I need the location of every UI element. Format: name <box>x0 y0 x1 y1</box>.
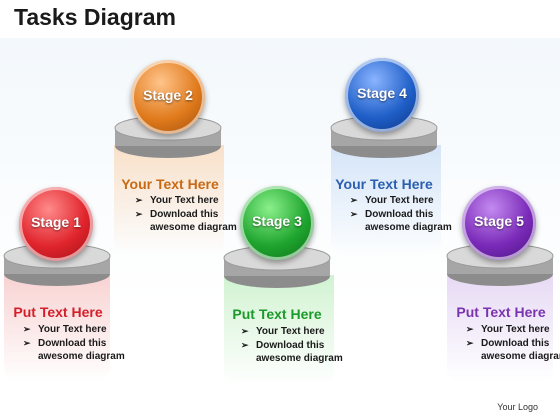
arrow-right-icon: ➢ <box>23 324 31 334</box>
arrow-right-icon: ➢ <box>135 209 143 219</box>
stage-4-ball[interactable]: Stage 4 <box>345 58 419 132</box>
list-item: ➢Download this awesome diagram <box>135 209 237 233</box>
list-item: ➢Your Text here <box>350 195 434 206</box>
stage-1-ball[interactable]: Stage 1 <box>19 187 93 261</box>
stage-4-heading: Your Text Here <box>335 176 433 192</box>
stage-5-bullets: ➢Your Text here ➢Download this awesome d… <box>463 323 560 364</box>
list-item: ➢Download this awesome diagram <box>23 338 125 362</box>
stage-3-heading: Put Text Here <box>232 306 322 322</box>
stage-2-heading: Your Text Here <box>121 176 219 192</box>
stage-5-heading: Put Text Here <box>456 304 546 320</box>
stage-2-label: Stage 2 <box>143 87 193 103</box>
stage-4-bullets: ➢Your Text here ➢Download this awesome d… <box>347 194 457 235</box>
stage-2-ball[interactable]: Stage 2 <box>131 60 205 134</box>
list-item: ➢Download this awesome diagram <box>241 340 343 364</box>
stage-1-label: Stage 1 <box>31 214 81 230</box>
stage-3-label: Stage 3 <box>252 213 302 229</box>
stage-2-bullets: ➢Your Text here ➢Download this awesome d… <box>132 194 242 235</box>
arrow-right-icon: ➢ <box>241 340 249 350</box>
list-item: ➢Your Text here <box>466 324 550 335</box>
stage-5-glow <box>447 272 553 382</box>
list-item: ➢Your Text here <box>23 324 107 335</box>
stage-2-glow <box>114 145 224 255</box>
stage-3-glow <box>224 275 334 385</box>
list-item: ➢Download this awesome diagram <box>466 338 560 362</box>
stage-4-label: Stage 4 <box>357 85 407 101</box>
arrow-right-icon: ➢ <box>23 338 31 348</box>
stage-5-label: Stage 5 <box>474 213 524 229</box>
stage-3-ball[interactable]: Stage 3 <box>240 186 314 260</box>
list-item: ➢Download this awesome diagram <box>350 209 452 233</box>
logo-text: Your Logo <box>497 402 538 412</box>
page-title: Tasks Diagram <box>14 4 176 30</box>
list-item: ➢Your Text here <box>241 326 325 337</box>
arrow-right-icon: ➢ <box>241 326 249 336</box>
list-item: ➢Your Text here <box>135 195 219 206</box>
stage-1-bullets: ➢Your Text here ➢Download this awesome d… <box>20 323 130 364</box>
stage-5-ball[interactable]: Stage 5 <box>462 186 536 260</box>
stage-3-bullets: ➢Your Text here ➢Download this awesome d… <box>238 325 348 366</box>
stage-1-heading: Put Text Here <box>13 304 103 320</box>
arrow-right-icon: ➢ <box>350 209 358 219</box>
arrow-right-icon: ➢ <box>350 195 358 205</box>
arrow-right-icon: ➢ <box>135 195 143 205</box>
stage-4-glow <box>331 145 441 255</box>
arrow-right-icon: ➢ <box>466 324 474 334</box>
stage-3-pedestal <box>223 245 331 288</box>
arrow-right-icon: ➢ <box>466 338 474 348</box>
stage-1-glow <box>4 272 110 382</box>
